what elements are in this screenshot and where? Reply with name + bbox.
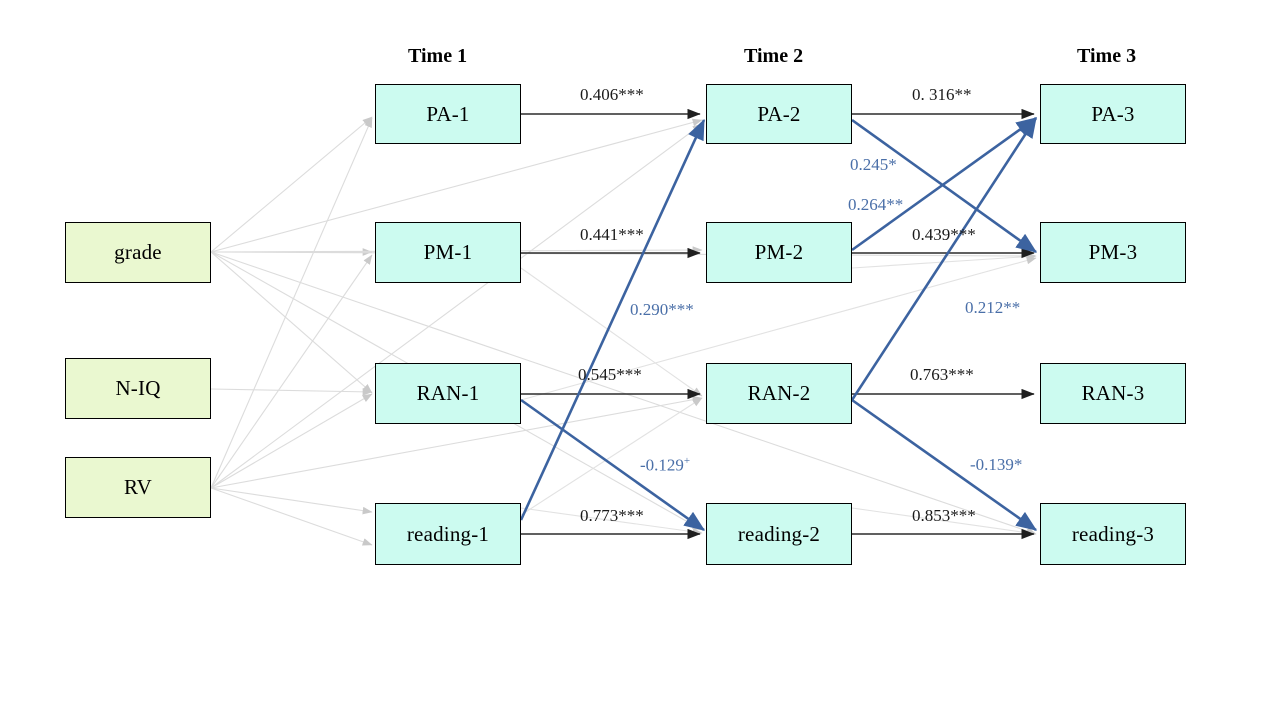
edge-rv-pa2 [210, 123, 703, 489]
node-label-reading-2: reading-2 [737, 521, 821, 546]
coef-ran1-reading2: -0.129+ [640, 455, 690, 476]
node-grade[interactable]: grade [65, 222, 211, 283]
node-label-pa-1: PA-1 [426, 101, 470, 126]
coef-ran2-pa3: 0.212** [965, 298, 1021, 317]
node-label-rv: RV [124, 475, 152, 499]
edge-rv-pa1 [210, 117, 373, 489]
node-label-ran-2: RAN-2 [747, 381, 811, 405]
edge-grade-pm3 [210, 251, 1037, 260]
node-ran-2[interactable]: RAN-2 [706, 363, 852, 424]
node-ran-1[interactable]: RAN-1 [375, 363, 521, 424]
covariate-paths [210, 116, 1037, 546]
coef-ran1-reading2-value: -0.129 [640, 455, 684, 475]
node-ran-3[interactable]: RAN-3 [1040, 363, 1186, 424]
edge-grade-pa1 [210, 116, 373, 253]
coef-reading1-reading2: 0.773*** [580, 506, 644, 525]
time-header-2: Time 2 [744, 45, 804, 67]
coef-pa2-pm3: 0.245* [850, 155, 897, 174]
edge-pm2-pm3-faint [851, 252, 1037, 269]
cross-lagged-paths [519, 116, 1038, 532]
edge-rv-read1 [210, 487, 373, 515]
coef-ran1-ran2: 0.545*** [578, 365, 642, 384]
node-pm-1[interactable]: PM-1 [375, 222, 521, 283]
node-n-iq[interactable]: N-IQ [65, 358, 211, 419]
node-label-reading-3: reading-3 [1071, 521, 1155, 546]
node-rv[interactable]: RV [65, 457, 211, 518]
coef-ran1-reading2-marker: + [683, 455, 691, 467]
node-label-pa-3: PA-3 [1091, 101, 1135, 126]
node-label-pm-1: PM-1 [423, 240, 473, 264]
node-label-pm-2: PM-2 [754, 240, 804, 264]
node-reading-3[interactable]: reading-3 [1040, 503, 1186, 565]
autoregressive-paths [521, 108, 1035, 540]
node-label-grade: grade [114, 240, 162, 264]
time-header-1: Time 1 [408, 45, 468, 67]
coef-reading1-pa2: 0.290*** [630, 300, 694, 319]
node-reading-2[interactable]: reading-2 [706, 503, 852, 565]
coef-pm2-pm3: 0.439*** [912, 225, 976, 244]
node-pm-3[interactable]: PM-3 [1040, 222, 1186, 283]
node-pa-1[interactable]: PA-1 [375, 84, 521, 144]
edge-rv-read1b [210, 487, 373, 546]
edge-rv-ran1 [210, 393, 373, 489]
node-label-ran-1: RAN-1 [416, 381, 480, 405]
edge-grade-read3 [210, 251, 1037, 535]
edge-grade-ran1 [210, 251, 373, 394]
coef-ran2-reading3: -0.139* [970, 455, 1023, 474]
coef-pa1-pa2: 0.406*** [580, 85, 644, 104]
node-label-reading-1: reading-1 [406, 521, 490, 546]
edge-niq-ran1 [210, 387, 373, 396]
node-label-n-iq: N-IQ [115, 376, 161, 400]
node-label-pa-2: PA-2 [757, 101, 801, 126]
edge-rv-pm1 [210, 254, 373, 489]
node-pa-2[interactable]: PA-2 [706, 84, 852, 144]
coef-pm2-pa3: 0.264** [848, 195, 904, 214]
node-pa-3[interactable]: PA-3 [1040, 84, 1186, 144]
node-pm-2[interactable]: PM-2 [706, 222, 852, 283]
coef-pm1-pm2: 0.441*** [580, 225, 644, 244]
node-label-pm-3: PM-3 [1088, 240, 1138, 264]
coef-pa2-pa3: 0. 316** [912, 85, 972, 104]
time-header-3: Time 3 [1077, 45, 1137, 67]
node-label-ran-3: RAN-3 [1081, 381, 1145, 405]
coef-reading2-reading3: 0.853*** [912, 506, 976, 525]
node-reading-1[interactable]: reading-1 [375, 503, 521, 565]
coef-ran2-ran3: 0.763*** [910, 365, 974, 384]
